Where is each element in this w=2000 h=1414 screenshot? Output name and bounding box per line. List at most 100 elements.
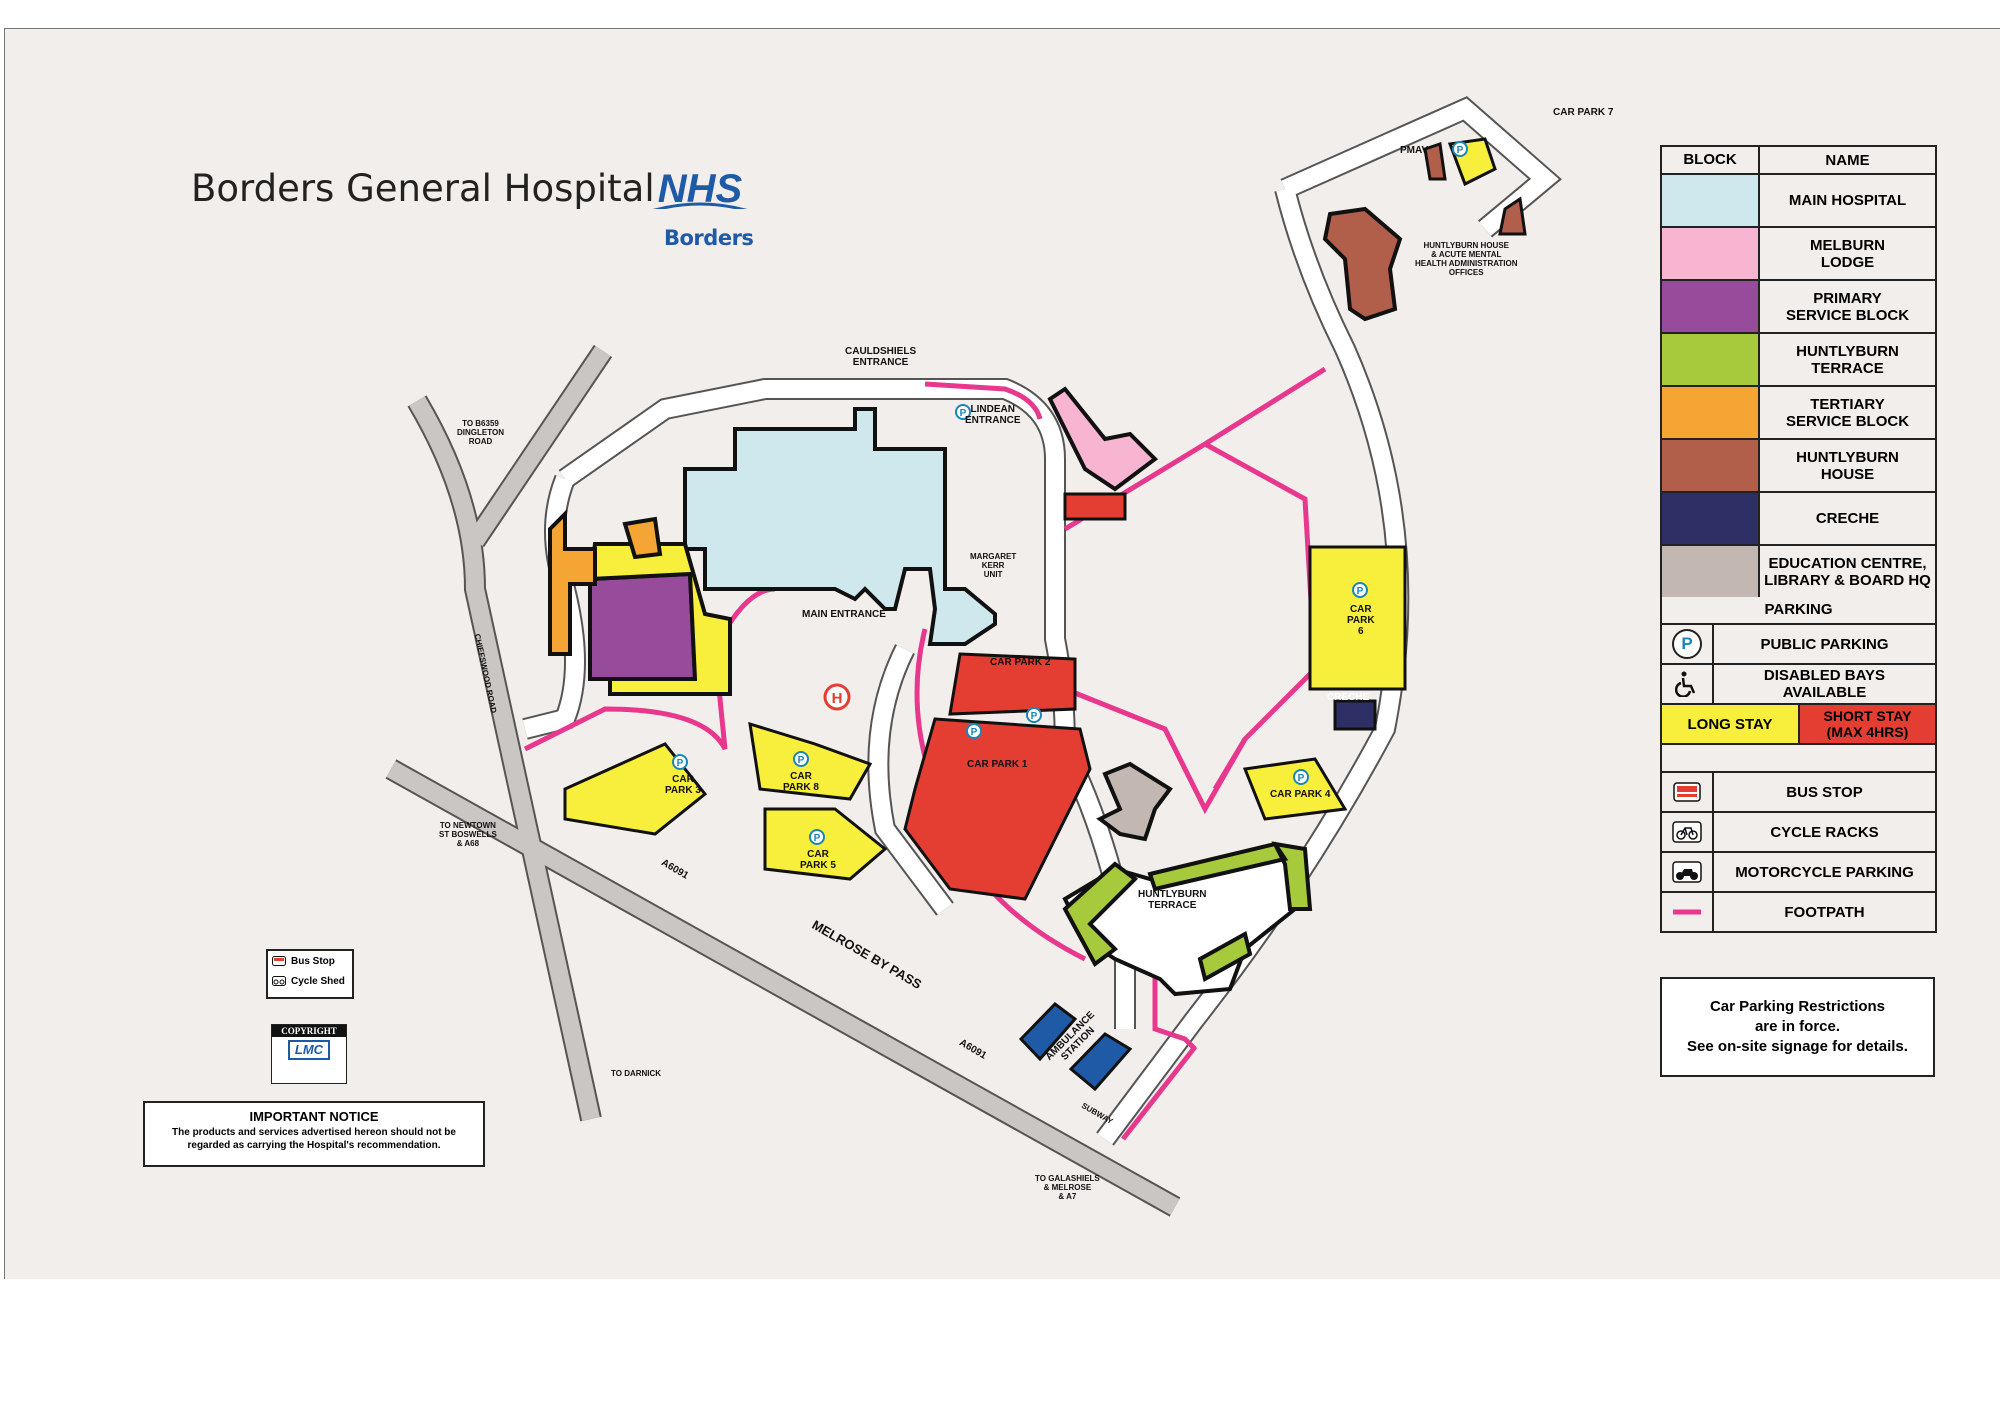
legend-spacer [1662,745,1935,773]
legend-col-name: NAME [1825,151,1870,169]
car-park-1 [903,717,1092,901]
footpath-terrace [1064,686,1248,815]
label-car-park-8: CAR PARK 8 [783,771,819,793]
legend-swatch [1662,387,1760,438]
label-car-park-5: CAR PARK 5 [800,849,836,871]
legend-footpath: FOOTPATH [1662,893,1935,931]
footpath-icon [1673,909,1701,915]
notice-heading: IMPORTANT NOTICE [249,1109,379,1124]
legend-header: BLOCK NAME [1662,147,1935,175]
label-margaret-kerr: MARGARET KERR UNIT [970,552,1017,579]
label-car-park-6: CAR PARK 6 [1347,604,1375,637]
motorcycle-icon [1672,861,1702,883]
legend-block-name: EDUCATION CENTRE, LIBRARY & BOARD HQ [1764,554,1931,589]
parking-icon-lindean [955,404,971,420]
nhs-logo-text: NHS [658,167,743,209]
legend-swatch [1662,175,1760,226]
important-notice: IMPORTANT NOTICE The products and servic… [143,1101,485,1167]
wheelchair-icon [1675,671,1696,697]
legend-block-name: MELBURN LODGE [1810,236,1885,271]
parking-marker-text: P [677,758,684,769]
legend-block-name: PRIMARY SERVICE BLOCK [1785,289,1910,324]
parking-marker-text: P [1457,145,1464,156]
legend-parking-title: PARKING [1764,601,1833,618]
nhs-logo-sub: Borders [664,226,754,250]
building-ambulance-2 [1068,1032,1133,1092]
car-park-8 [748,721,873,801]
car-park-3 [563,742,708,836]
building-creche [1333,699,1377,731]
legend-blocks: MAIN HOSPITAL MELBURN LODGE PRIMARY SERVIC… [1662,175,1935,597]
legend-swatch [1662,281,1760,332]
lmc-logo: LMC [288,1040,330,1060]
parking-icon-cp2a [966,723,982,739]
label-lindean: LINDEAN ENTRANCE [965,404,1021,426]
footpath-subway [1121,1045,1197,1141]
parking-icon: P [1672,629,1702,659]
legend-block-row: MAIN HOSPITAL [1662,175,1935,228]
label-pmav: PMAV [1400,145,1429,156]
building-primary-service [588,571,698,681]
footpath-cauldshiels [924,381,1043,420]
mini-key: Bus Stop Cycle Shed [266,949,354,999]
label-to-newtown: TO NEWTOWN ST BOSWELLS & A68 [439,821,497,848]
bicycle-icon [272,976,286,986]
legend-swatch [1662,334,1760,385]
legend-motorcycle-label: MOTORCYCLE PARKING [1735,863,1914,881]
notice-body: The products and services advertised her… [172,1127,456,1151]
bus-icon [1673,782,1701,802]
legend-block-row: PRIMARY SERVICE BLOCK [1662,281,1935,334]
legend-col-block: BLOCK [1662,147,1760,173]
building-primary-yellow [587,542,732,696]
label-car-park-3: CAR PARK 3 [665,774,701,796]
legend-cycle: CYCLE RACKS [1662,813,1935,853]
parking-icon-cp7 [1452,141,1468,157]
legend-public-parking: P PUBLIC PARKING [1662,625,1935,665]
building-education-centre [1096,761,1173,842]
legend-block-row: TERTIARY SERVICE BLOCK [1662,387,1935,440]
parking-icon-cp2b [1026,707,1042,723]
legend-swatch [1662,228,1760,279]
parking-marker-text: P [814,833,821,844]
parking-marker-text: P [798,755,805,766]
car-park-5 [763,807,888,881]
bus-icon [272,956,286,966]
building-melburn-lodge [1047,386,1159,492]
parking-icon-cp3 [672,754,688,770]
building-pmav [1423,142,1527,236]
nhs-logo-icon: NHS [652,167,748,209]
legend-stay: LONG STAY SHORT STAY (MAX 4HRS) [1662,705,1935,745]
legend-disabled-label: DISABLED BAYS AVAILABLE [1763,667,1886,701]
legend-block-name: MAIN HOSPITAL [1788,192,1907,209]
legend-bus-stop: BUS STOP [1662,773,1935,813]
legend-short-stay: SHORT STAY (MAX 4HRS) [1800,705,1935,743]
copyright-box: COPYRIGHT LMC [271,1024,347,1084]
footpath-west [523,586,776,752]
hospital-h-icon [823,683,851,711]
legend: BLOCK NAME MAIN HOSPITAL MELBURN LODGE PRI… [1660,145,1937,933]
parking-marker-text: P [960,408,967,419]
label-car-park-4: CAR PARK 4 [1270,789,1331,800]
mini-key-cycle: Cycle Shed [291,975,345,987]
legend-block-name: HUNTLYBURN HOUSE [1796,448,1899,483]
legend-long-stay: LONG STAY [1662,705,1800,743]
car-park-6 [1308,545,1407,691]
parking-marker-text: P [1298,773,1305,784]
building-huntlyburn-house [1322,206,1403,322]
label-to-galashiels: TO GALASHIELS & MELROSE & A7 [1035,1174,1100,1201]
parking-icon-cp5 [809,829,825,845]
parking-marker-text: P [971,727,978,738]
building-main-hospital [683,407,997,646]
car-park-4 [1242,757,1348,821]
footpath-south [1152,929,1197,1051]
legend-footpath-label: FOOTPATH [1784,903,1865,921]
legend-disabled: DISABLED BAYS AVAILABLE [1662,665,1935,705]
label-car-park-2: CAR PARK 2 [990,657,1051,668]
legend-block-row: EDUCATION CENTRE, LIBRARY & BOARD HQ [1662,546,1935,597]
hospital-h-text: H [832,690,843,707]
bicycle-icon [1672,821,1702,843]
label-car-park-1: CAR PARK 1 [967,759,1028,770]
label-huntlyburn-house: HUNTLYBURN HOUSE & ACUTE MENTAL HEALTH A… [1415,241,1518,277]
